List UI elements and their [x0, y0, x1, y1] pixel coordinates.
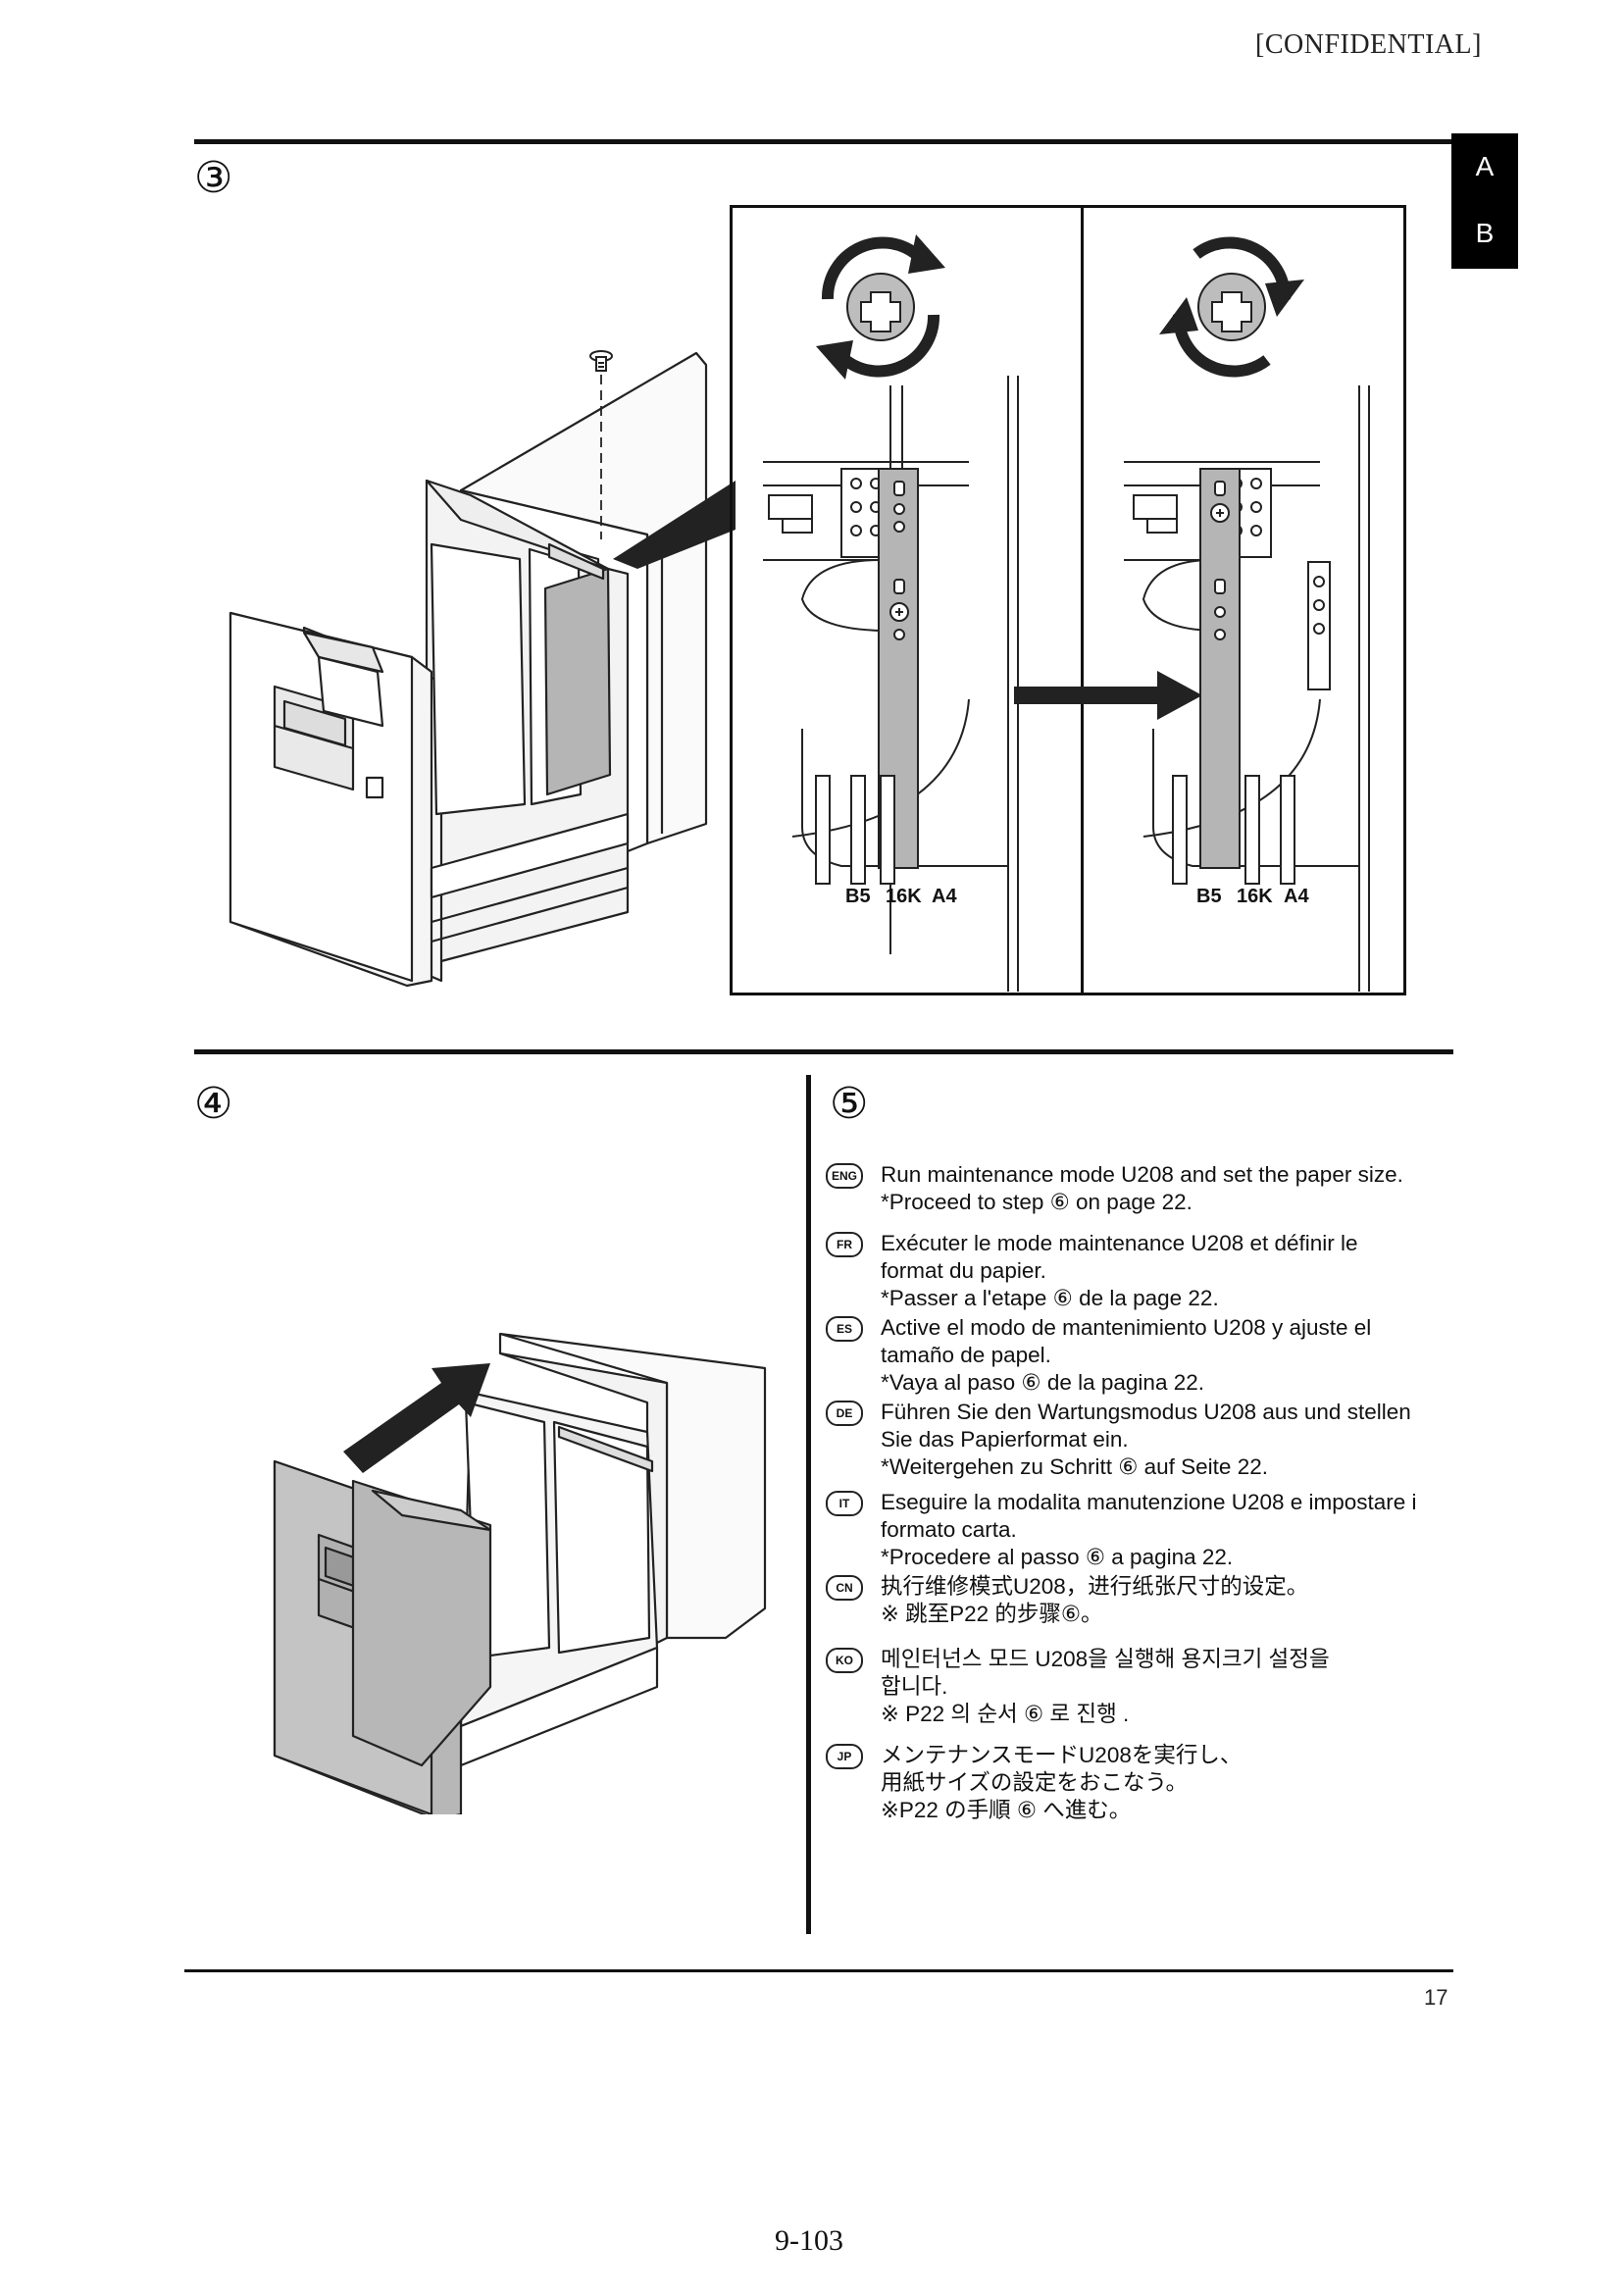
- size-label-b5-left: B5: [845, 886, 871, 907]
- step-3-number: ③: [194, 153, 233, 203]
- rotate-arrows-left: [846, 273, 915, 341]
- instruction-text-eng: Run maintenance mode U208 and set the pa…: [881, 1162, 1403, 1214]
- size-label-16k-left: 16K: [886, 886, 922, 907]
- instruction-text-it: Eseguire la modalita manutenzione U208 e…: [881, 1490, 1417, 1569]
- step3-detail-box: [730, 205, 1406, 995]
- step3-drawer-figure: [228, 350, 736, 988]
- lang-badge-fr: FR: [826, 1232, 863, 1257]
- instruction-text-ko: 메인터넌스 모드 U208을 실행해 용지크기 설정을 합니다. ※ P22 의…: [881, 1647, 1330, 1726]
- steps-4-5-top-rule: [194, 1049, 1453, 1054]
- step-5-number: ⑤: [830, 1079, 869, 1129]
- lang-badge-it: IT: [826, 1491, 863, 1516]
- step4-drawer-figure: [273, 1332, 767, 1814]
- lang-badge-cn: CN: [826, 1575, 863, 1601]
- section-tab: A B: [1451, 133, 1518, 269]
- instruction-text-es: Active el modo de mantenimiento U208 y a…: [881, 1315, 1372, 1395]
- move-arrow-icon: [1014, 671, 1202, 720]
- lang-badge-ko: KO: [826, 1648, 863, 1673]
- size-label-b5-right: B5: [1196, 886, 1222, 907]
- instruction-text-jp: メンテナンスモードU208を実行し、 用紙サイズの設定をおこなう。 ※P22 の…: [881, 1743, 1243, 1822]
- size-label-a4-left: A4: [932, 886, 957, 907]
- lang-badge-es: ES: [826, 1316, 863, 1342]
- instruction-text-fr: Exécuter le mode maintenance U208 et déf…: [881, 1231, 1358, 1310]
- bottom-rule: [184, 1969, 1453, 1972]
- inner-page-number: 17: [1424, 1985, 1448, 2010]
- lang-badge-de: DE: [826, 1401, 863, 1426]
- confidential-label: [CONFIDENTIAL]: [1255, 29, 1482, 60]
- section-tab-b: B: [1475, 218, 1495, 248]
- step3-detail-divider: [1081, 205, 1084, 995]
- steps-4-5-divider: [806, 1075, 811, 1934]
- guide-plate-left: [878, 468, 919, 869]
- lang-badge-eng: ENG: [826, 1163, 863, 1189]
- step-4-number: ④: [194, 1079, 233, 1129]
- guide-plate-right: [1199, 468, 1241, 869]
- size-label-a4-right: A4: [1284, 886, 1309, 907]
- instruction-text-de: Führen Sie den Wartungsmodus U208 aus un…: [881, 1400, 1411, 1479]
- lang-badge-jp: JP: [826, 1744, 863, 1769]
- step3-detail-right: [1124, 236, 1370, 992]
- size-label-16k-right: 16K: [1237, 886, 1273, 907]
- step3-detail-left: [763, 234, 1019, 992]
- step3-top-rule: [194, 139, 1453, 144]
- rotate-arrows-right: [1197, 273, 1266, 341]
- instruction-text-cn: 执行维修模式U208，进行纸张尺寸的设定。 ※ 跳至P22 的步骤⑥。: [881, 1574, 1309, 1626]
- section-tab-a: A: [1475, 151, 1495, 181]
- page-number: 9-103: [775, 2224, 843, 2257]
